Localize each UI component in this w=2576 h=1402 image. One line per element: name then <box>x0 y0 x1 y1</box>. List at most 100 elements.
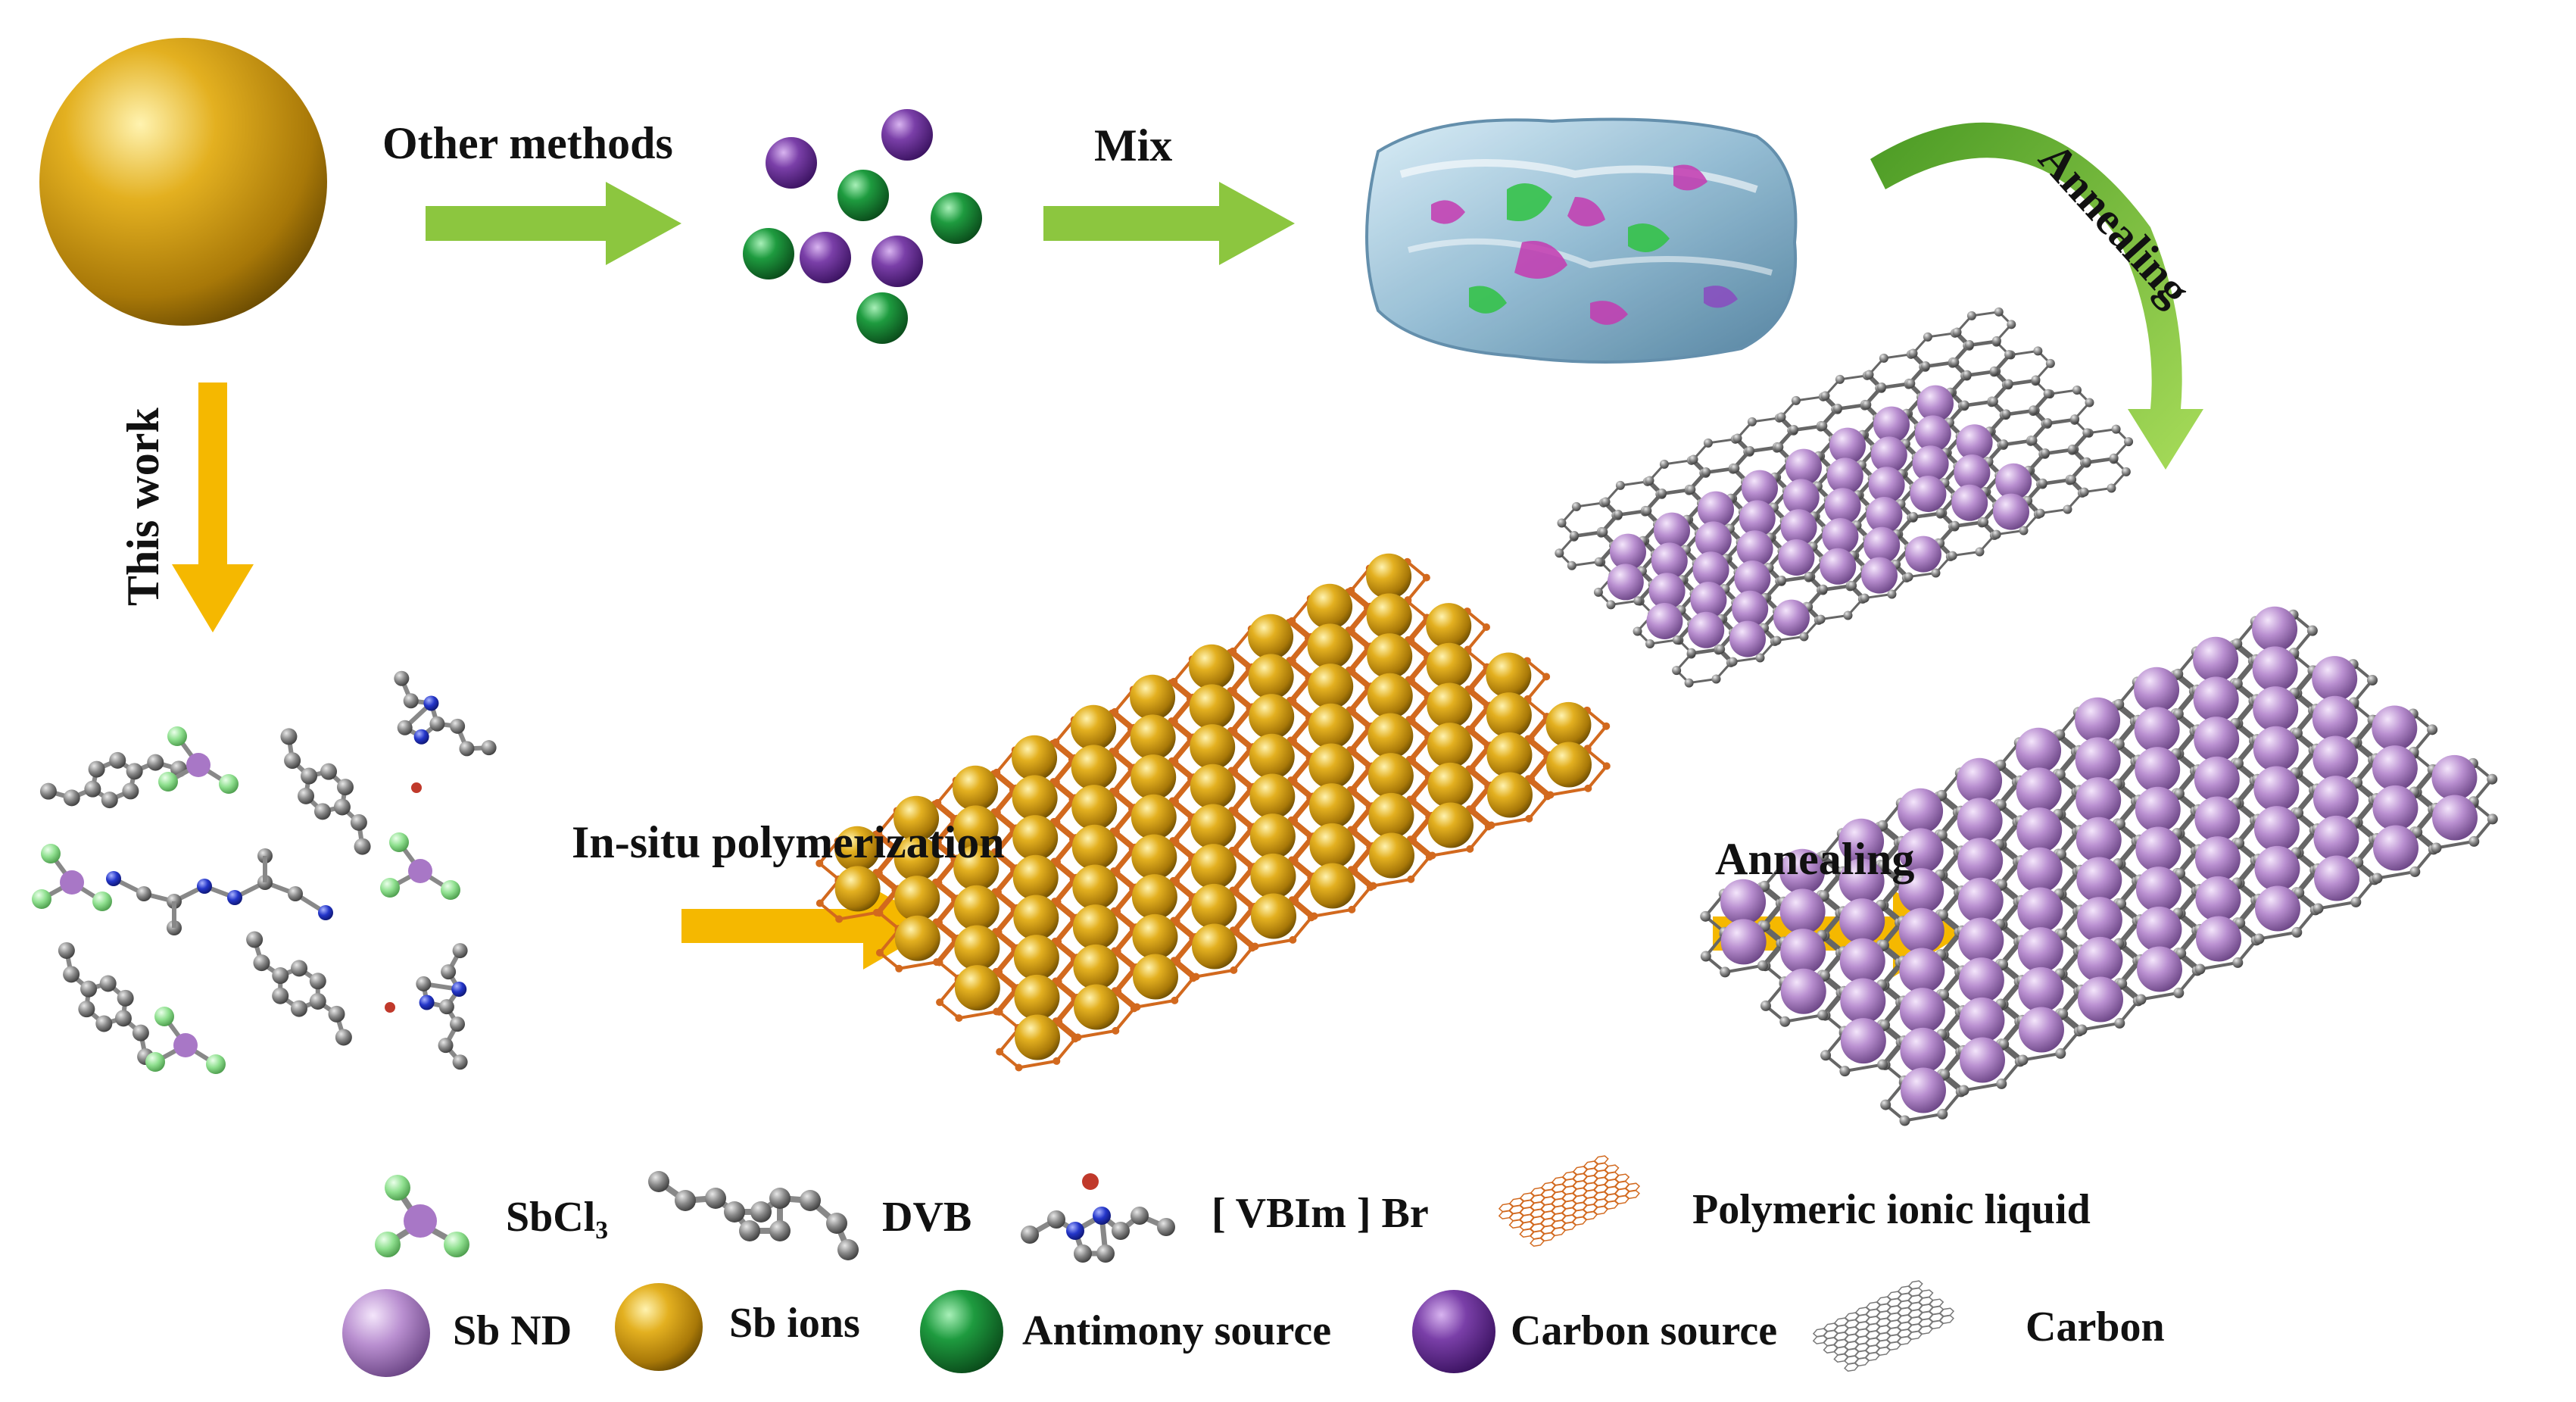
sb-nd-sphere <box>2314 855 2359 901</box>
sb-ion-sphere <box>953 765 999 811</box>
green-sphere-icon <box>931 192 982 244</box>
sb-nd-sphere <box>2431 754 2478 801</box>
sb-ion-sphere <box>1189 644 1235 690</box>
sb-ion-sphere <box>953 845 1000 891</box>
sb-nd-sphere <box>2372 705 2418 751</box>
carbon-atom <box>132 1024 149 1041</box>
antimony-atom <box>173 1033 198 1057</box>
sb-ion-sphere <box>1073 944 1119 990</box>
sb-nd-sphere <box>1957 757 2003 804</box>
carbon-atom <box>438 999 454 1015</box>
mixed-gel-block-icon <box>1365 117 1798 364</box>
sb-nd-sphere <box>2076 857 2122 903</box>
nitrogen-atom <box>451 982 467 998</box>
atom <box>318 905 333 920</box>
sb-ion-sphere <box>1012 735 1058 781</box>
sb-ion-sphere <box>1191 883 1237 929</box>
sb-nd-sphere <box>2313 815 2359 861</box>
sb-nd-sphere <box>1899 988 1945 1034</box>
carbon-atom <box>441 964 457 980</box>
carbon-atom <box>63 966 80 983</box>
sb-ion-sphere <box>1308 783 1355 829</box>
chlorine-atom <box>167 726 187 746</box>
sb-ion-sphere <box>1074 984 1119 1030</box>
sb-nd-sphere <box>1739 500 1776 537</box>
sb-ion-sphere <box>1132 913 1178 960</box>
legend-carbon-source-label: Carbon source <box>1511 1307 1778 1354</box>
legend-vbim-label: [ VBIm ] Br <box>1212 1190 1429 1237</box>
sb-ion-sphere <box>894 915 940 961</box>
pil-mesh-icon <box>1498 1155 1641 1247</box>
sb-ion-sphere <box>1248 654 1294 700</box>
carbon-atom <box>336 779 354 796</box>
carbon-atom <box>272 987 289 1004</box>
carbon-mesh-icon <box>1812 1280 1955 1372</box>
sb-ion-sphere <box>1192 923 1237 970</box>
sb-ion-sphere <box>1369 832 1414 879</box>
sb-ion-sphere <box>1071 704 1117 751</box>
sb-nd-sphere <box>2075 697 2121 743</box>
sb-nd-sphere <box>2432 795 2478 841</box>
carbon-atom <box>101 792 118 809</box>
sb-nd-sphere <box>2016 807 2063 854</box>
sb-ion-sphere <box>1427 723 1473 769</box>
sb-ion-sphere <box>1012 854 1059 901</box>
sb-nd-sphere <box>1958 917 2004 963</box>
sb-nd-sphere <box>2135 826 2181 873</box>
sb-nd-sphere <box>2016 767 2062 813</box>
sb-ion-sphere <box>1190 844 1237 890</box>
sb-nd-sphere <box>1779 888 1826 935</box>
sb-ion-sphere <box>1249 773 1296 820</box>
carbon-atom <box>290 1000 307 1017</box>
sb-nd-sphere <box>1692 551 1729 589</box>
sb-nd-sphere <box>1779 848 1826 895</box>
sb-nd-sphere <box>2135 786 2181 832</box>
sb-nd-sphere <box>1695 521 1732 558</box>
sb-nd-sphere <box>2134 707 2180 753</box>
sb-nd-sphere <box>1956 424 1993 461</box>
sb-nd-sphere <box>1901 1067 1946 1113</box>
sb-nd-sphere <box>1646 603 1683 639</box>
sb-ion-sphere <box>1012 815 1059 861</box>
sb-nd-sphere <box>1957 838 2004 884</box>
gold-sphere-icon <box>39 38 327 326</box>
sb-nd-sphere <box>1607 564 1644 601</box>
sb-nd-sphere <box>2372 745 2418 792</box>
green-sphere-icon <box>743 228 794 279</box>
sb-nd-sphere <box>1898 907 1944 954</box>
sb-ion-sphere <box>893 835 940 882</box>
chlorine-atom <box>145 1052 165 1072</box>
sb-nd-sphere <box>1873 406 1910 443</box>
green-arrow-other-methods <box>426 182 681 265</box>
sb-nd-sphere <box>1610 533 1646 570</box>
sb-nd-sphere <box>1866 497 1903 533</box>
legend-pil-label: Polymeric ionic liquid <box>1692 1186 2091 1233</box>
atom <box>136 886 151 901</box>
chlorine-atom <box>206 1054 226 1074</box>
sb-nd-sphere <box>2193 676 2239 723</box>
sb-ion-sphere <box>1308 703 1354 749</box>
carbon-atom <box>126 763 143 780</box>
sb-nd-sphere <box>2075 737 2121 783</box>
pil-mesh <box>1498 1155 1641 1247</box>
purple-sphere-icon <box>872 236 923 287</box>
sb-ion-sphere <box>893 795 940 842</box>
bromide-ion <box>411 782 422 793</box>
sb-ion-sphere <box>1428 802 1474 848</box>
sb-nd-sphere <box>2194 756 2240 802</box>
sb-nd-sphere <box>2194 717 2240 763</box>
sb-nd-sphere <box>1820 548 1857 585</box>
sb-ion-sphere <box>1426 603 1472 649</box>
sb-nd-sphere <box>1829 427 1866 464</box>
sb-nd-sphere <box>2253 766 2300 812</box>
carbon-atom <box>328 1005 345 1023</box>
carbon-atom <box>429 716 445 732</box>
sb-ion-sphere <box>1249 813 1296 860</box>
sb-nd-sphere <box>2252 646 2298 692</box>
sb-nd-sphere <box>2312 695 2358 742</box>
chlorine-atom <box>41 844 61 863</box>
sb-nd-sphere <box>2016 847 2063 893</box>
sb-nd-sphere <box>1780 509 1817 546</box>
legend-sbcl3-label: SbCl3 <box>506 1194 609 1245</box>
chlorine-atom <box>219 774 239 794</box>
